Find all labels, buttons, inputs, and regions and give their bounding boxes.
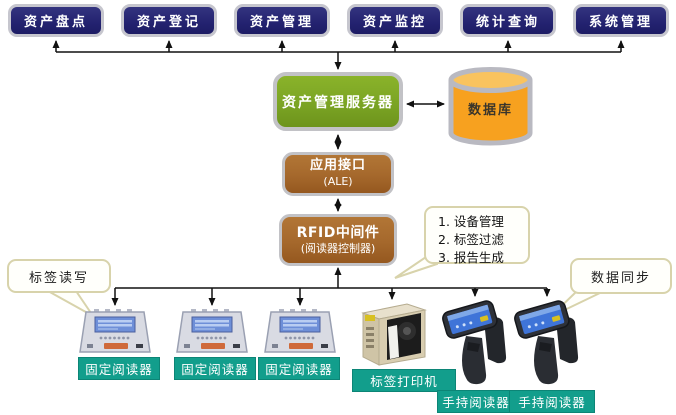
data-sync-callout: 数据同步	[570, 258, 672, 294]
handheld-reader-label: 手持阅读器	[437, 390, 515, 413]
middleware-functions-note: 1. 设备管理 2. 标签过滤 3. 报告生成	[424, 206, 530, 266]
handheld-reader-label: 手持阅读器	[509, 390, 595, 413]
module-label: 资产盘点	[23, 15, 88, 30]
tag-read-write-callout: 标签读写	[7, 259, 111, 293]
fixed-reader-device-image	[263, 309, 337, 360]
module-label: 系统管理	[588, 15, 653, 30]
data-sync-label: 数据同步	[590, 270, 651, 286]
module-label: 统计查询	[475, 15, 540, 30]
fixed-reader-device-image	[175, 309, 249, 360]
rfid-middleware-title: RFID中间件	[296, 224, 380, 241]
database-label: 数据库	[467, 103, 513, 118]
module-box-asset-management: 资产管理	[234, 4, 330, 37]
module-box-system-management: 系统管理	[573, 4, 669, 37]
handheld-reader-device-image	[440, 298, 508, 390]
fixed-reader-label: 固定阅读器	[78, 357, 160, 380]
module-label: 资产监控	[362, 15, 427, 30]
fixed-reader-label: 固定阅读器	[258, 357, 340, 380]
module-label: 资产管理	[249, 15, 314, 30]
database-icon	[448, 67, 533, 146]
note-item: 1. 设备管理	[438, 214, 504, 229]
module-box-asset-inventory: 资产盘点	[8, 4, 104, 37]
application-interface-title: 应用接口	[309, 158, 366, 174]
handheld-reader-device-image	[512, 298, 580, 390]
module-label: 资产登记	[136, 15, 201, 30]
database-cylinder: 数据库	[447, 65, 534, 148]
rfid-middleware-subtitle: (阅读器控制器)	[300, 241, 376, 255]
note-item: 2. 标签过滤	[438, 232, 504, 248]
module-box-asset-monitoring: 资产监控	[347, 4, 443, 37]
application-interface-box: 应用接口 (ALE)	[282, 152, 394, 196]
fixed-reader-device-image	[78, 309, 152, 360]
tag-read-write-label: 标签读写	[28, 270, 89, 286]
module-box-statistics-query: 统计查询	[460, 4, 556, 37]
label-printer-device-image	[357, 301, 429, 371]
application-interface-subtitle: (ALE)	[323, 175, 353, 189]
fixed-reader-label: 固定阅读器	[174, 357, 256, 380]
rfid-middleware-box: RFID中间件 (阅读器控制器)	[279, 214, 397, 266]
note-item: 3. 报告生成	[438, 250, 504, 266]
label-printer-label: 标签打印机	[352, 369, 456, 392]
asset-management-server-box: 资产管理服务器	[273, 72, 403, 131]
server-label: 资产管理服务器	[282, 94, 394, 111]
module-box-asset-registration: 资产登记	[121, 4, 217, 37]
